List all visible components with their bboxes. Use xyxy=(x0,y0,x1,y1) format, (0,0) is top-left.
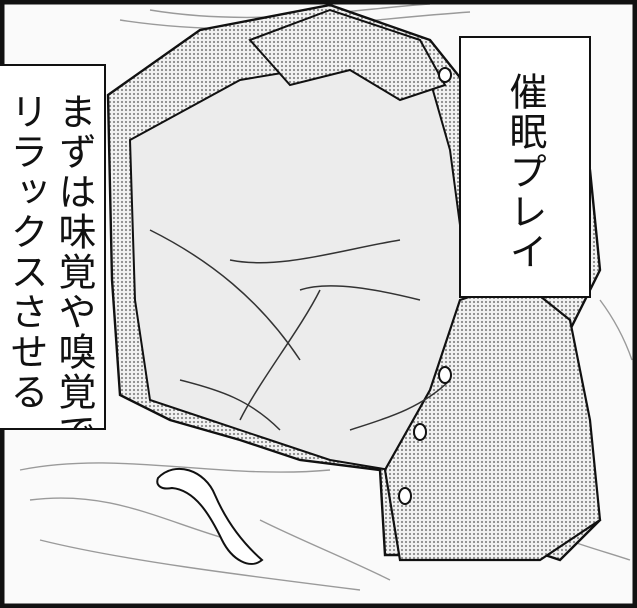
caption-box-left: まずは味覚や嗅覚で リラックスさせる xyxy=(0,64,106,430)
shirt-collar xyxy=(248,8,447,102)
caption-left-line-2: リラックスさせる xyxy=(4,92,48,412)
shirt-fold-lines xyxy=(149,229,451,431)
button-icon xyxy=(413,423,427,441)
caption-left-line-1: まずは味覚や嗅覚で xyxy=(52,92,96,430)
button-icon xyxy=(398,487,412,505)
button-icon xyxy=(438,366,452,384)
caption-left-text: まずは味覚や嗅覚で リラックスさせる xyxy=(2,92,98,430)
hair-strand-illustration xyxy=(156,468,264,565)
shirt-sleeve-right xyxy=(383,278,602,562)
caption-box-right: 催眠プレイ xyxy=(459,36,591,298)
caption-right-text: 催眠プレイ xyxy=(503,72,547,272)
button-icon xyxy=(438,67,452,83)
shirt-buttons xyxy=(398,67,452,505)
